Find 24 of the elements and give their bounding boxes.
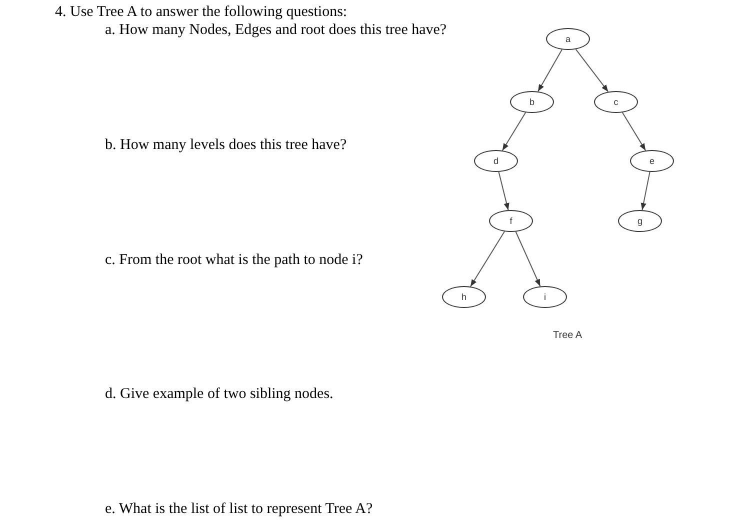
question-text: d. Give example of two sibling nodes. (105, 386, 334, 403)
arrow (502, 112, 526, 151)
arrow (622, 112, 646, 151)
arrow (470, 231, 505, 287)
arrow (575, 48, 609, 92)
arrow (640, 171, 650, 211)
arrow (538, 49, 562, 92)
question-text: a. How many Nodes, Edges and root does this tree have? (105, 22, 447, 39)
tree-node-ellipse: b (510, 91, 554, 113)
tree-node-ellipse: e (630, 150, 674, 172)
question-text: c. From the root what is the path to node i? (105, 252, 363, 269)
question-text: b. How many levels does this tree have? (105, 137, 347, 154)
tree-node-ellipse: f (489, 210, 533, 232)
tree-node-ellipse: i (523, 286, 567, 308)
tree-node-ellipse: g (618, 210, 662, 232)
tree-node-ellipse: d (474, 150, 518, 172)
arrow (515, 231, 541, 287)
question-text: e. What is the list of list to represent Tree A? (105, 501, 373, 518)
tree-node-ellipse: c (594, 91, 638, 113)
tree-node-ellipse: h (442, 286, 486, 308)
question-heading: 4. Use Tree A to answer the following questions: (55, 4, 348, 21)
arrow (498, 171, 510, 211)
tree-node-ellipse: a (546, 28, 590, 50)
tree-caption: Tree A (553, 330, 582, 341)
